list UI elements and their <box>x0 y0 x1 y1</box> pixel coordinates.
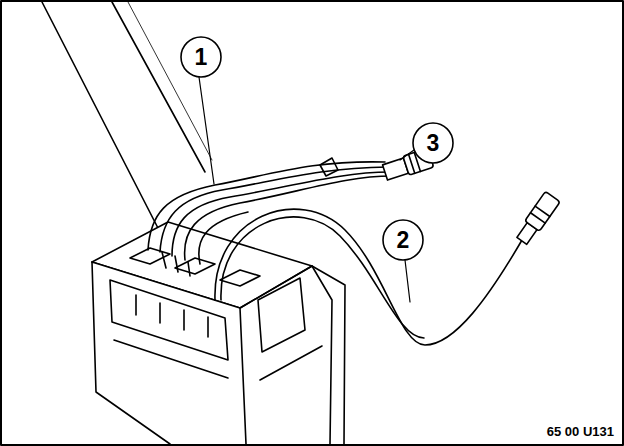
callout-number-text: 2 <box>397 227 410 253</box>
figure-code: 65 00 U131 <box>547 424 614 439</box>
callout-number-text: 3 <box>427 130 440 156</box>
callout-number: 1 <box>181 37 221 77</box>
callout-number: 2 <box>383 220 423 260</box>
figure-code-text: 65 00 U131 <box>547 424 614 439</box>
callout-number: 3 <box>413 123 453 163</box>
callout-number-text: 1 <box>195 44 208 70</box>
